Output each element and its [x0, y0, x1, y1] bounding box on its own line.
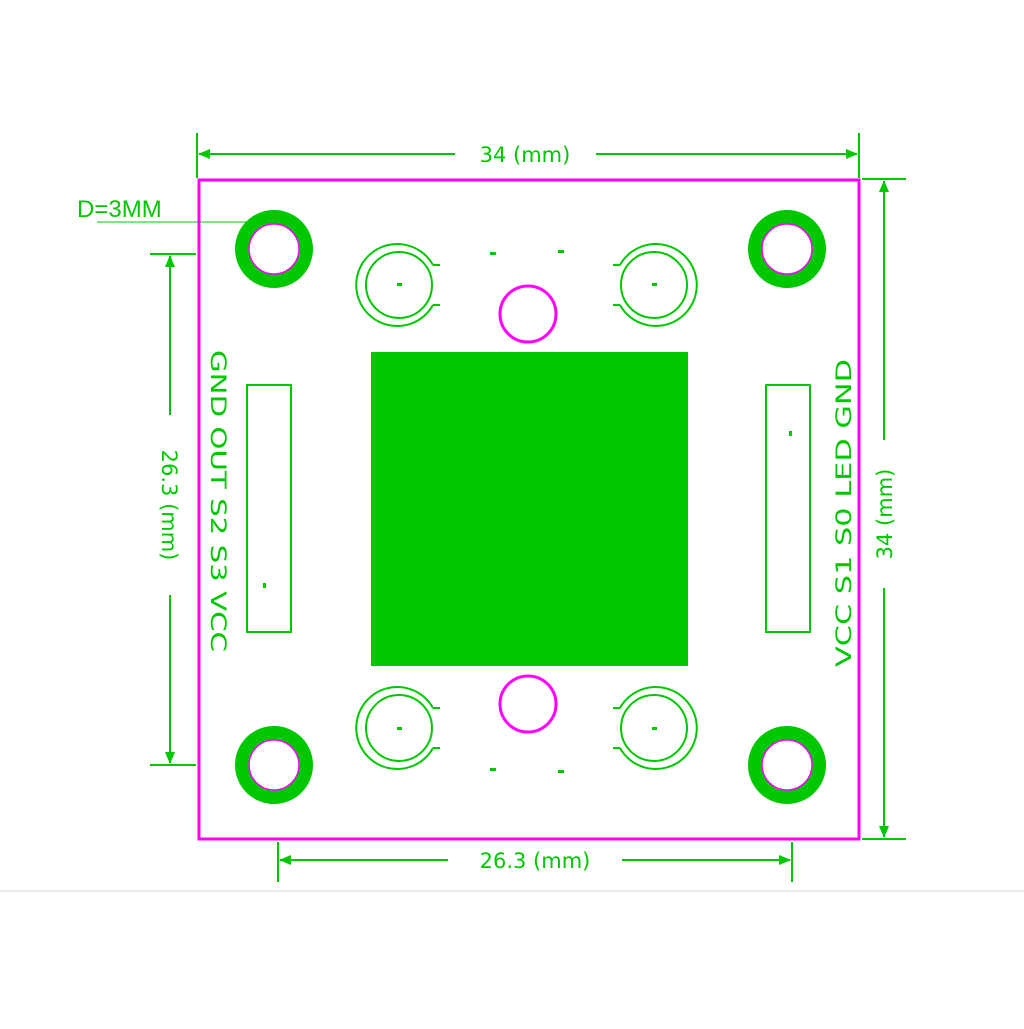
mounting-hole [235, 726, 313, 804]
led-footprint [613, 686, 698, 770]
sensor-pad [371, 352, 688, 666]
component-marks [263, 250, 792, 773]
board-outline [197, 178, 861, 841]
mounting-holes [235, 210, 826, 804]
right-dimension: 34 (mm) [862, 178, 906, 840]
via-bottom [498, 674, 558, 734]
right-pin-labels: VCC S1 S0 LED GND [832, 359, 856, 667]
mounting-hole [748, 210, 826, 288]
bottom-dimension: 26.3 (mm) [277, 842, 793, 882]
hole-diameter-label: D=3MM [77, 196, 162, 223]
led-footprints [355, 243, 698, 770]
left-dimension: 26.3 (mm) [150, 253, 196, 766]
right-pin-header [765, 384, 811, 633]
left-pin-header [246, 384, 292, 633]
left-pin-labels: GND OUT S2 S3 VCC [206, 350, 230, 652]
led-footprint [613, 243, 698, 327]
left-dimension-label: 26.3 (mm) [157, 450, 181, 561]
top-dimension: 34 (mm) [196, 133, 860, 178]
top-dimension-label: 34 (mm) [480, 143, 571, 167]
via-top [498, 284, 558, 344]
led-footprint [355, 243, 440, 327]
right-dimension-label: 34 (mm) [873, 469, 897, 560]
bottom-dimension-label: 26.3 (mm) [480, 849, 591, 873]
hole-diameter-callout: D=3MM [77, 196, 248, 223]
led-footprint [355, 686, 440, 770]
mounting-hole [748, 726, 826, 804]
mounting-hole [235, 210, 313, 288]
